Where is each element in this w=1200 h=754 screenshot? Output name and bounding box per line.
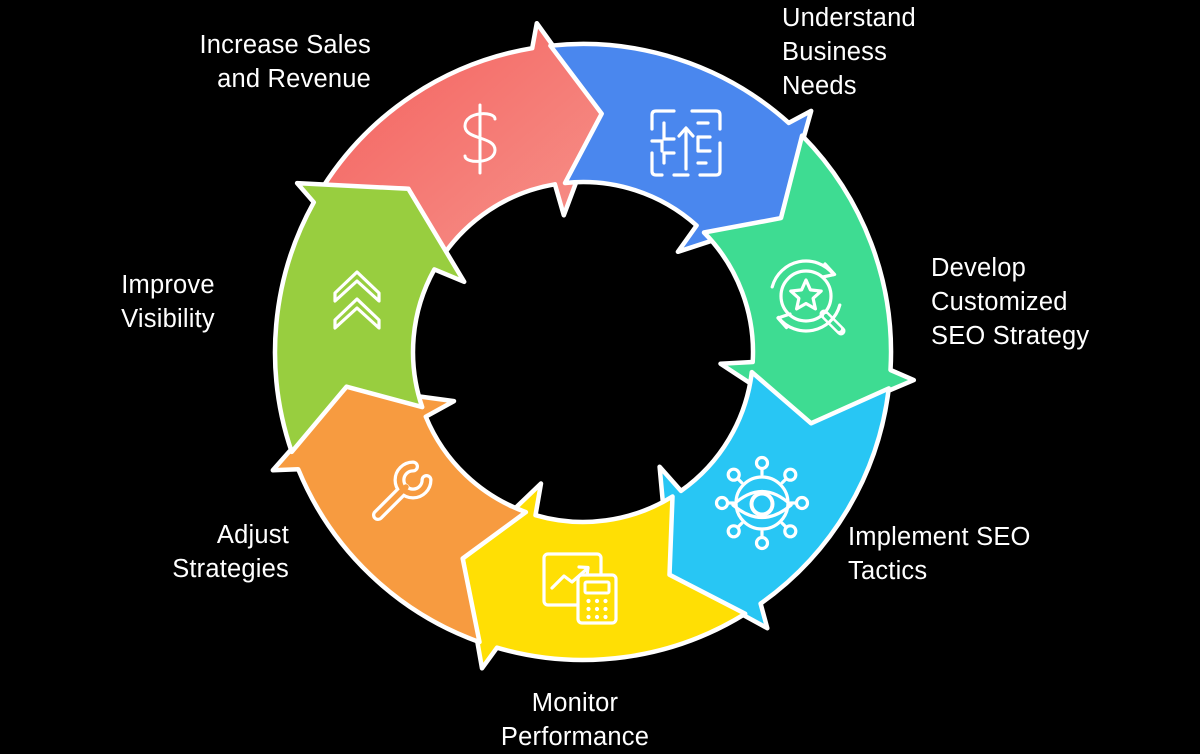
label-implement-seo-tactics: Implement SEO Tactics [848, 523, 1031, 585]
arrow-segment-adjust-strategies [270, 384, 529, 645]
maze-strategy-icon [650, 109, 722, 177]
label-understand-business-needs: Understand Business Needs [782, 4, 916, 100]
dollar-icon [463, 103, 497, 175]
label-adjust-strategies: Adjust Strategies [172, 521, 289, 583]
chart-calculator-icon [542, 552, 618, 625]
arrow-segment-understand-needs [548, 41, 814, 255]
search-star-icon [770, 259, 846, 336]
wrench-icon [372, 460, 433, 521]
label-develop-seo-strategy: Develop Customized SEO Strategy [931, 254, 1090, 350]
arrow-segment-implement-tactics [657, 369, 892, 631]
label-increase-sales: Increase Sales and Revenue [199, 31, 371, 93]
label-monitor-performance: Monitor Performance [500, 689, 650, 751]
eye-network-icon [714, 455, 810, 551]
arrow-segment-increase-sales [320, 20, 605, 263]
double-chevron-up-icon [333, 270, 381, 330]
arrow-segment-develop-strategy [701, 133, 917, 426]
label-improve-visibility: Improve Visibility [121, 271, 215, 333]
